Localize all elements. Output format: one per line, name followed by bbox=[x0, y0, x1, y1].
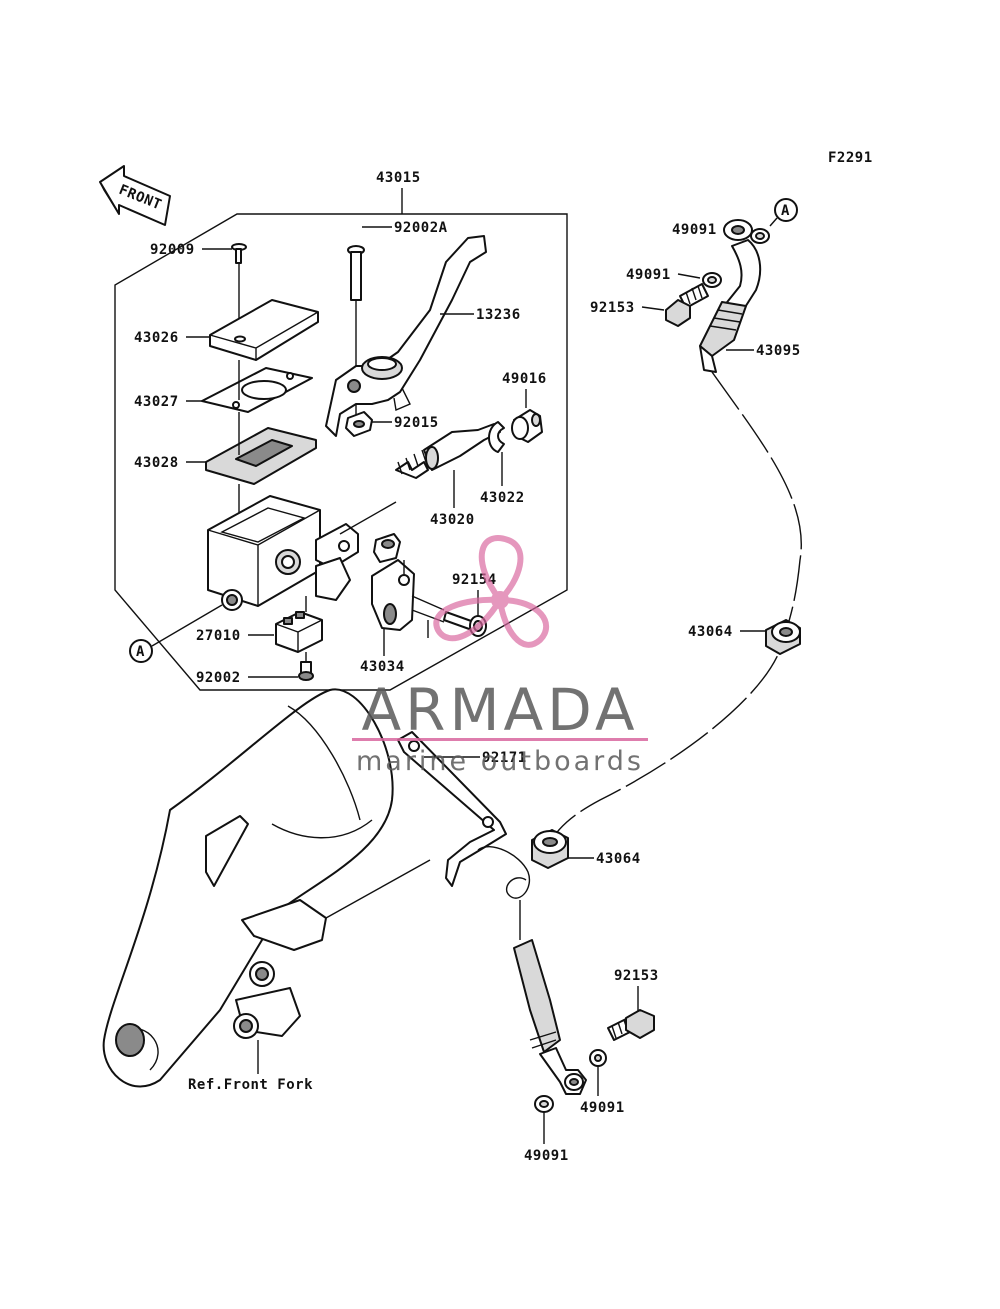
assembly-boundary bbox=[114, 213, 568, 691]
label-43034: 43034 bbox=[360, 659, 405, 675]
label-49091-bottom-left: 49091 bbox=[524, 1148, 569, 1164]
clamp-43034 bbox=[371, 533, 415, 631]
banjo-bolt-92153-bottom bbox=[607, 1009, 655, 1041]
label-43015: 43015 bbox=[376, 170, 421, 186]
lower-hose-fitting bbox=[513, 939, 587, 1095]
label-92015: 92015 bbox=[394, 415, 439, 431]
label-92002: 92002 bbox=[196, 670, 241, 686]
watermark-brand: ARMADA bbox=[361, 676, 638, 744]
label-13236: 13236 bbox=[476, 307, 521, 323]
washer-49091-top1 bbox=[750, 228, 770, 244]
label-92171: 92171 bbox=[482, 750, 527, 766]
callout-a-right bbox=[774, 198, 798, 222]
label-92002A: 92002A bbox=[394, 220, 448, 236]
watermark-tagline: marine outboards bbox=[356, 746, 644, 777]
boot-49016 bbox=[511, 409, 543, 443]
label-92153-top: 92153 bbox=[590, 300, 635, 316]
label-49091-top1: 49091 bbox=[672, 222, 717, 238]
callout-a-left bbox=[129, 639, 153, 663]
brake-switch-27010 bbox=[275, 611, 323, 653]
armada-watermark: ARMADA marine outboards bbox=[352, 535, 648, 777]
screw-92009 bbox=[231, 243, 247, 264]
label-43095: 43095 bbox=[756, 343, 801, 359]
label-92009: 92009 bbox=[150, 242, 195, 258]
label-49091-top2: 49091 bbox=[626, 267, 671, 283]
brake-hose-43095 bbox=[699, 219, 762, 373]
label-49016: 49016 bbox=[502, 371, 547, 387]
piston-43020 bbox=[395, 423, 501, 479]
label-43064-lower: 43064 bbox=[596, 851, 641, 867]
washer-49091-bottom-right bbox=[589, 1049, 607, 1067]
callout-a-left-text: A bbox=[136, 644, 145, 660]
screw-92002 bbox=[298, 661, 314, 681]
nut-92015 bbox=[345, 411, 373, 437]
banjo-bolt-92153-top bbox=[665, 283, 709, 327]
figure-code: F2291 bbox=[828, 150, 873, 166]
washer-49091-top2 bbox=[702, 272, 722, 288]
label-43022: 43022 bbox=[480, 490, 525, 506]
propeller-logo-icon bbox=[433, 535, 549, 648]
reservoir-cap-43026 bbox=[209, 299, 319, 361]
grommet-43064-lower bbox=[531, 829, 569, 869]
label-ref-front-fork: Ref.Front Fork bbox=[188, 1077, 313, 1093]
watermark-rule bbox=[352, 738, 648, 741]
label-43020: 43020 bbox=[430, 512, 475, 528]
label-49091-bottom-right: 49091 bbox=[580, 1100, 625, 1116]
circlip-43022 bbox=[488, 421, 505, 453]
label-43028: 43028 bbox=[134, 455, 179, 471]
label-27010: 27010 bbox=[196, 628, 241, 644]
pivot-bolt-92002A bbox=[347, 245, 365, 301]
callout-a-right-text: A bbox=[781, 203, 790, 219]
front-fork bbox=[102, 688, 431, 1088]
grommet-43064-upper bbox=[765, 619, 801, 655]
label-43027: 43027 bbox=[134, 394, 179, 410]
master-cylinder-body bbox=[207, 495, 359, 611]
front-arrow-icon: FRONT bbox=[99, 165, 171, 226]
label-92153-bottom: 92153 bbox=[614, 968, 659, 984]
label-43064-upper: 43064 bbox=[688, 624, 733, 640]
brake-lever-13236 bbox=[325, 235, 487, 437]
label-43026: 43026 bbox=[134, 330, 179, 346]
washer-49091-bottom-left bbox=[534, 1095, 554, 1113]
bracket-92171 bbox=[397, 731, 531, 899]
